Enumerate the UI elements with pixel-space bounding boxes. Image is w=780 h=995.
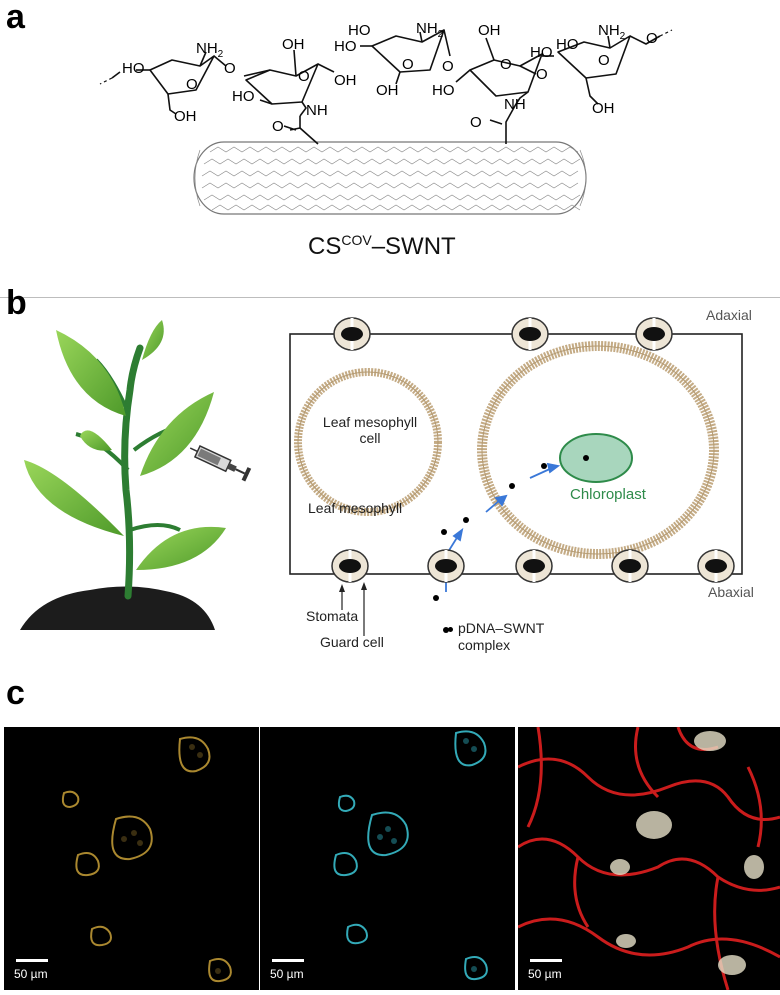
- atom-oh-4: OH: [376, 82, 399, 99]
- leaf-right-mid: [140, 392, 214, 476]
- micrograph-cyan-channel: 50 µm: [260, 727, 515, 990]
- atom-ho-5: HO: [432, 82, 455, 99]
- atom-ho-2: HO: [232, 88, 255, 105]
- atom-o-1: O: [186, 76, 198, 93]
- leaf-mesophyll-label: Leaf mesophyll: [308, 500, 403, 516]
- pdna-swnt-particles: [433, 463, 547, 633]
- chloroplast: [559, 433, 633, 483]
- chitosan-swnt-structure: [99, 29, 673, 215]
- atom-nh-2: NH: [504, 96, 526, 113]
- scalebar-1: [16, 959, 48, 962]
- scale-label-3: 50 µm: [528, 967, 562, 981]
- atom-nh-1: NH: [306, 102, 328, 119]
- atom-ho-3: HO: [348, 22, 371, 39]
- chitosan-backbone: [111, 29, 661, 145]
- plant-stem: [121, 344, 144, 600]
- micrograph-yellow-channel: 50 µm: [4, 727, 259, 990]
- atom-oh-6: OH: [592, 100, 615, 117]
- chitosan-swnt-caption: CSCOV–SWNT: [308, 232, 456, 260]
- panel-divider: [0, 297, 780, 298]
- atom-ho-7: HO: [556, 36, 579, 53]
- stomata-adaxial: [333, 317, 673, 351]
- mesophyll-cell-label: Leaf mesophyll cell: [322, 414, 418, 446]
- scalebar-2: [272, 959, 304, 962]
- atom-oh-5: OH: [478, 22, 501, 39]
- atom-oh-3: OH: [334, 72, 357, 89]
- atom-oh-2: OH: [282, 36, 305, 53]
- panel-c-letter: c: [6, 674, 25, 712]
- atom-o-5: O: [598, 52, 610, 69]
- adaxial-label: Adaxial: [706, 307, 752, 323]
- atom-nh2-3: NH2: [598, 22, 626, 42]
- atom-ho-6: HO: [530, 44, 553, 61]
- leaf-top: [142, 320, 164, 360]
- leaf-cross-section: [289, 317, 743, 636]
- plant-illustration: [20, 320, 252, 630]
- atom-o-3: O: [402, 56, 414, 73]
- atom-o-link-3: O: [536, 66, 548, 83]
- atom-ho-1: HO: [122, 60, 145, 77]
- chitosan-dashes: [99, 29, 673, 85]
- stomata-label: Stomata: [306, 608, 359, 624]
- atom-oh-1: OH: [174, 108, 197, 125]
- pdna-swnt-complex-label: pDNA–SWNT complex: [458, 620, 545, 653]
- leaf-left-upper: [56, 330, 126, 416]
- atom-nh2-2: NH2: [416, 20, 444, 40]
- atom-o-end: O: [646, 30, 658, 47]
- micrograph-merged-channel: 50 µm: [517, 726, 780, 991]
- leaf-left-small: [80, 430, 112, 451]
- atom-ho-4: HO: [334, 38, 357, 55]
- atom-o-link-1: O: [224, 60, 236, 77]
- chloroplast-label: Chloroplast: [570, 486, 646, 503]
- scale-label-2: 50 µm: [270, 967, 304, 981]
- complex-bullet: [448, 627, 453, 632]
- leaf-left-large: [24, 460, 124, 536]
- scalebar-3: [530, 959, 562, 962]
- abaxial-label: Abaxial: [708, 584, 754, 600]
- scale-label-1: 50 µm: [14, 967, 48, 981]
- atom-o-link-2: O: [442, 58, 454, 75]
- carbon-nanotube: [193, 141, 587, 215]
- atom-nh2-1: NH2: [196, 40, 224, 60]
- atom-o-carbonyl-2: O: [470, 114, 482, 131]
- stomata-abaxial: [331, 549, 735, 583]
- guard-cell-label: Guard cell: [320, 634, 384, 650]
- leaf-right-lower: [136, 526, 226, 570]
- atom-o-4: O: [500, 56, 512, 73]
- panel-b-letter: b: [6, 284, 27, 322]
- syringe-icon: [189, 445, 252, 482]
- atom-o-carbonyl-1: O: [272, 118, 284, 135]
- atom-o-2: O: [298, 68, 310, 85]
- soil-mound: [20, 586, 215, 630]
- panel-a-letter: a: [6, 0, 25, 36]
